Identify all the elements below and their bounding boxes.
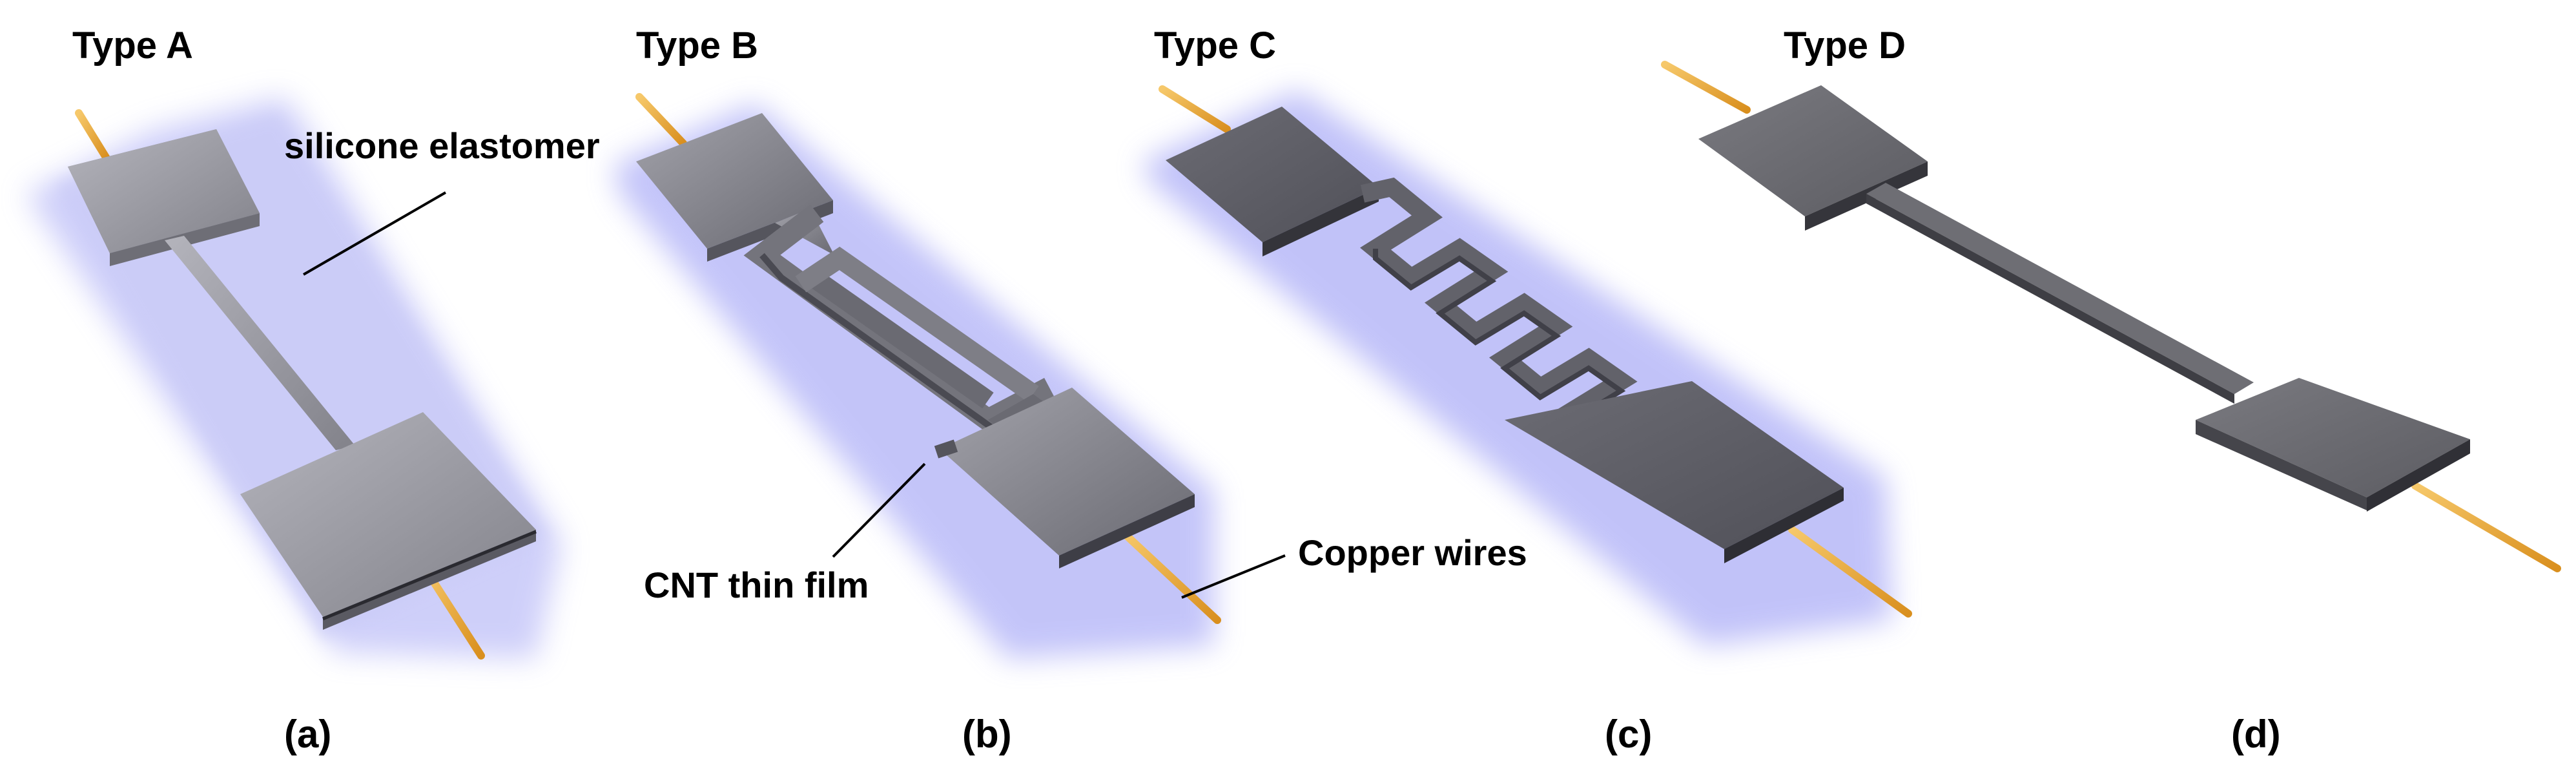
leader-copper (1181, 554, 1286, 599)
leader-silicone (303, 191, 446, 276)
copper-wire-d-top (1661, 61, 1751, 114)
panel-c-label: (c) (1605, 713, 1652, 756)
copper-wire-d-bottom (2411, 482, 2561, 572)
panel-a-sensor (26, 97, 562, 660)
copper-wire-b-bottom (1120, 529, 1221, 624)
copper-wires-label: Copper wires (1298, 532, 1527, 573)
copper-wire-b-top (635, 93, 687, 147)
silicone-elastomer-label: silicone elastomer (284, 125, 600, 166)
copper-wire-a-top (75, 109, 110, 162)
panel-d-label: (d) (2231, 713, 2281, 756)
panel-c-sensor (1143, 85, 1912, 646)
copper-wire-c-top (1159, 85, 1231, 133)
panel-b-sensor (613, 93, 1221, 659)
type-a-label: Type A (72, 25, 193, 67)
panel-d-sensor (1661, 61, 2561, 572)
type-d-label: Type D (1784, 25, 1906, 67)
type-c-label: Type C (1154, 25, 1276, 67)
copper-wire-c-bottom (1788, 526, 1912, 618)
type-b-label: Type B (636, 25, 758, 67)
panel-a-label: (a) (284, 713, 331, 756)
panel-b-label: (b) (962, 713, 1012, 756)
leader-cnt (832, 463, 926, 558)
cnt-thin-film-label: CNT thin film (644, 565, 869, 605)
